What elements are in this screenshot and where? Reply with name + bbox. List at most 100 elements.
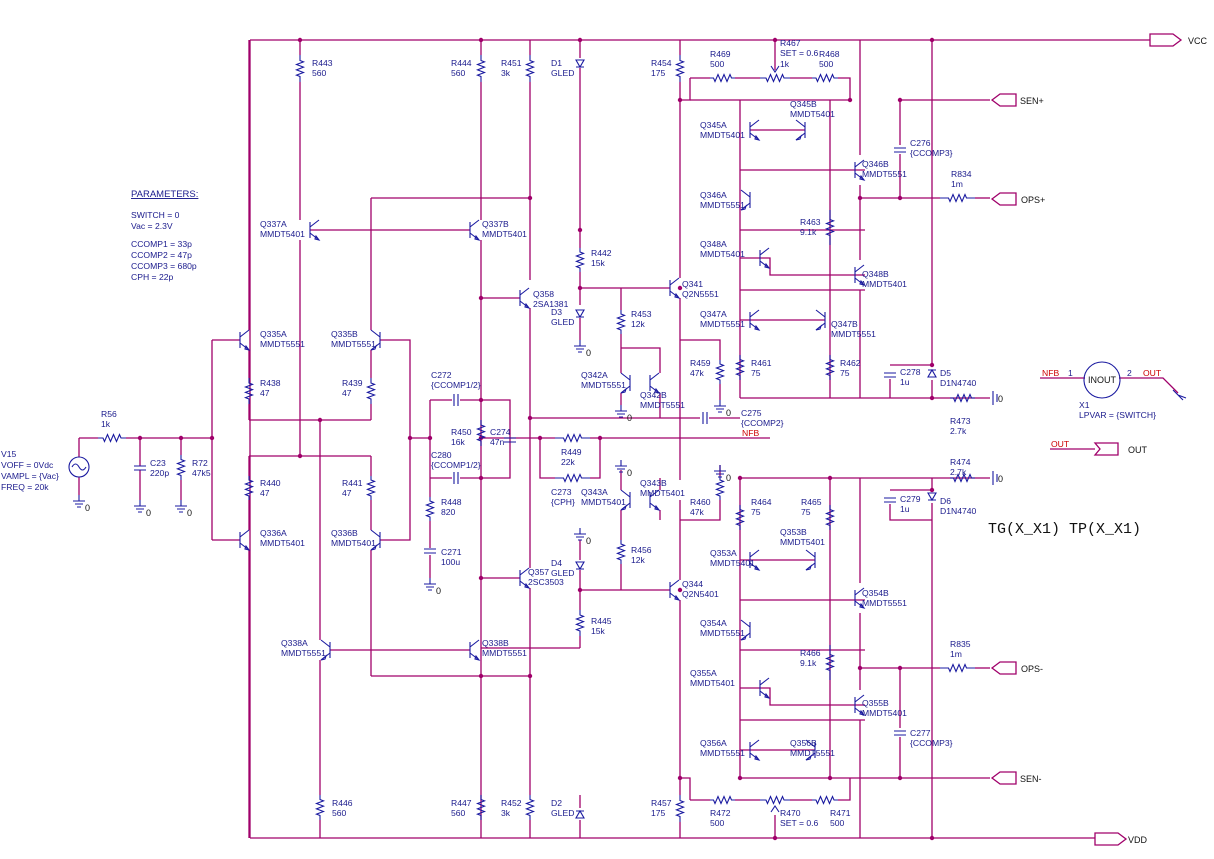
resistor-horizontal (812, 795, 838, 805)
resistor-vertical (714, 360, 726, 384)
ground-symbol (615, 460, 627, 473)
component-ref: Q347B (831, 319, 858, 329)
component-ref: Q343B (640, 478, 667, 488)
component-ref: Q343A (581, 487, 608, 497)
transistor-arrow (370, 344, 378, 351)
port-vdd-label: VDD (1128, 835, 1148, 845)
component-ref: Q345A (700, 120, 727, 130)
capacitor (134, 465, 146, 471)
wire (740, 257, 865, 276)
junction-dot (478, 673, 484, 679)
component-value: Q2N5401 (682, 589, 719, 599)
component-ref: R472 (710, 808, 731, 818)
ground-label: 0 (627, 413, 632, 423)
parameters-block: PARAMETERS: SWITCH = 0 Vac = 2.3V CCOMP1… (131, 189, 198, 282)
port-ops-plus-label: OPS+ (1021, 195, 1045, 205)
component-value: MMDT5551 (700, 200, 745, 210)
junction-dot (737, 475, 743, 481)
component-value: D1N4740 (940, 378, 977, 388)
component-ref: R438 (260, 378, 281, 388)
subckt-pin1: 1 (1068, 368, 1073, 378)
component-ref: Q358 (533, 289, 554, 299)
param-line: CCOMP1 = 33p (131, 239, 192, 249)
component-ref: C279 (900, 494, 921, 504)
component-value: 2.7k (950, 426, 967, 436)
ground-symbol (574, 528, 586, 541)
component-value: MMDT5401 (862, 279, 907, 289)
port-vdd-shape (1094, 832, 1128, 846)
probe-icon (1172, 389, 1187, 401)
capacitor (894, 730, 906, 736)
component-value: 47 (342, 388, 352, 398)
component-ref: R446 (332, 798, 353, 808)
ground-label: 0 (187, 508, 192, 518)
resistor-vertical (714, 476, 726, 500)
component-value: 560 (451, 808, 466, 818)
junction-dot (857, 195, 863, 201)
resistor-vertical (824, 210, 836, 245)
parameters-title: PARAMETERS: (131, 189, 198, 200)
source-voff: VOFF = 0Vdc (1, 460, 54, 470)
component-value: MMDT5401 (331, 538, 376, 548)
resistor-vertical (314, 795, 326, 820)
component-ref: R445 (591, 616, 612, 626)
port-sen-minus-label: SEN- (1020, 774, 1042, 784)
zener-diode (575, 809, 585, 819)
component-value: MMDT5401 (690, 678, 735, 688)
component-ref: R450 (451, 427, 472, 437)
component-ref: Q337B (482, 219, 509, 229)
component-value: GLED (551, 317, 574, 327)
junction-dot (597, 435, 603, 441)
resistor-horizontal (555, 473, 590, 483)
component-value: GLED (551, 808, 574, 818)
component-value: 1m (950, 649, 962, 659)
component-value: 22k (561, 457, 576, 467)
component-value: {CPH} (551, 497, 575, 507)
component-value: 47 (260, 388, 270, 398)
component-value: 9.1k (800, 227, 817, 237)
component-ref: C278 (900, 367, 921, 377)
component-ref: Q353B (780, 527, 807, 537)
ground-symbol (175, 500, 187, 513)
wire (700, 339, 721, 360)
resistor-vertical (824, 645, 836, 680)
component-ref: C274 (490, 427, 511, 437)
resistor-vertical (734, 355, 746, 380)
component-ref: Q336B (331, 528, 358, 538)
component-value: 3k (501, 68, 511, 78)
component-ref: Q336A (260, 528, 287, 538)
net-nfb-label: NFB (742, 428, 759, 438)
component-ref: R439 (342, 378, 363, 388)
wire (680, 78, 691, 101)
resistor-horizontal (760, 795, 790, 805)
transistor-arrow (764, 692, 771, 699)
component-value: MMDT5401 (581, 497, 626, 507)
transistor-arrow (754, 324, 761, 331)
component-ref: R470 (780, 808, 801, 818)
wire (621, 347, 661, 373)
component-ref: R463 (800, 217, 821, 227)
transistor-arrow (674, 594, 681, 601)
component-ref: C273 (551, 487, 572, 497)
junction-dot (827, 475, 833, 481)
ground-symbol (714, 400, 726, 413)
ground-label: 0 (586, 348, 591, 358)
port-out-shape (1093, 442, 1119, 456)
resistor-vertical (365, 378, 377, 404)
port-out: OUT OUT (1050, 439, 1148, 456)
component-ref: Q337A (260, 219, 287, 229)
component-value: MMDT5551 (281, 648, 326, 658)
subckt-net-in: NFB (1042, 368, 1059, 378)
junction-dot (297, 37, 303, 43)
component-ref: R459 (690, 358, 711, 368)
component-value: 12k (631, 555, 646, 565)
component-ref: C276 (910, 138, 931, 148)
capacitor (884, 372, 896, 378)
component-value: {CCOMP1/2} (431, 460, 481, 470)
resistor-vertical (243, 378, 255, 404)
junction-dot (929, 487, 935, 493)
tg-tp-annotation: TG(X_X1) TP(X_X1) (988, 521, 1141, 538)
component-ref: R56 (101, 409, 117, 419)
component-ref: R441 (342, 478, 363, 488)
